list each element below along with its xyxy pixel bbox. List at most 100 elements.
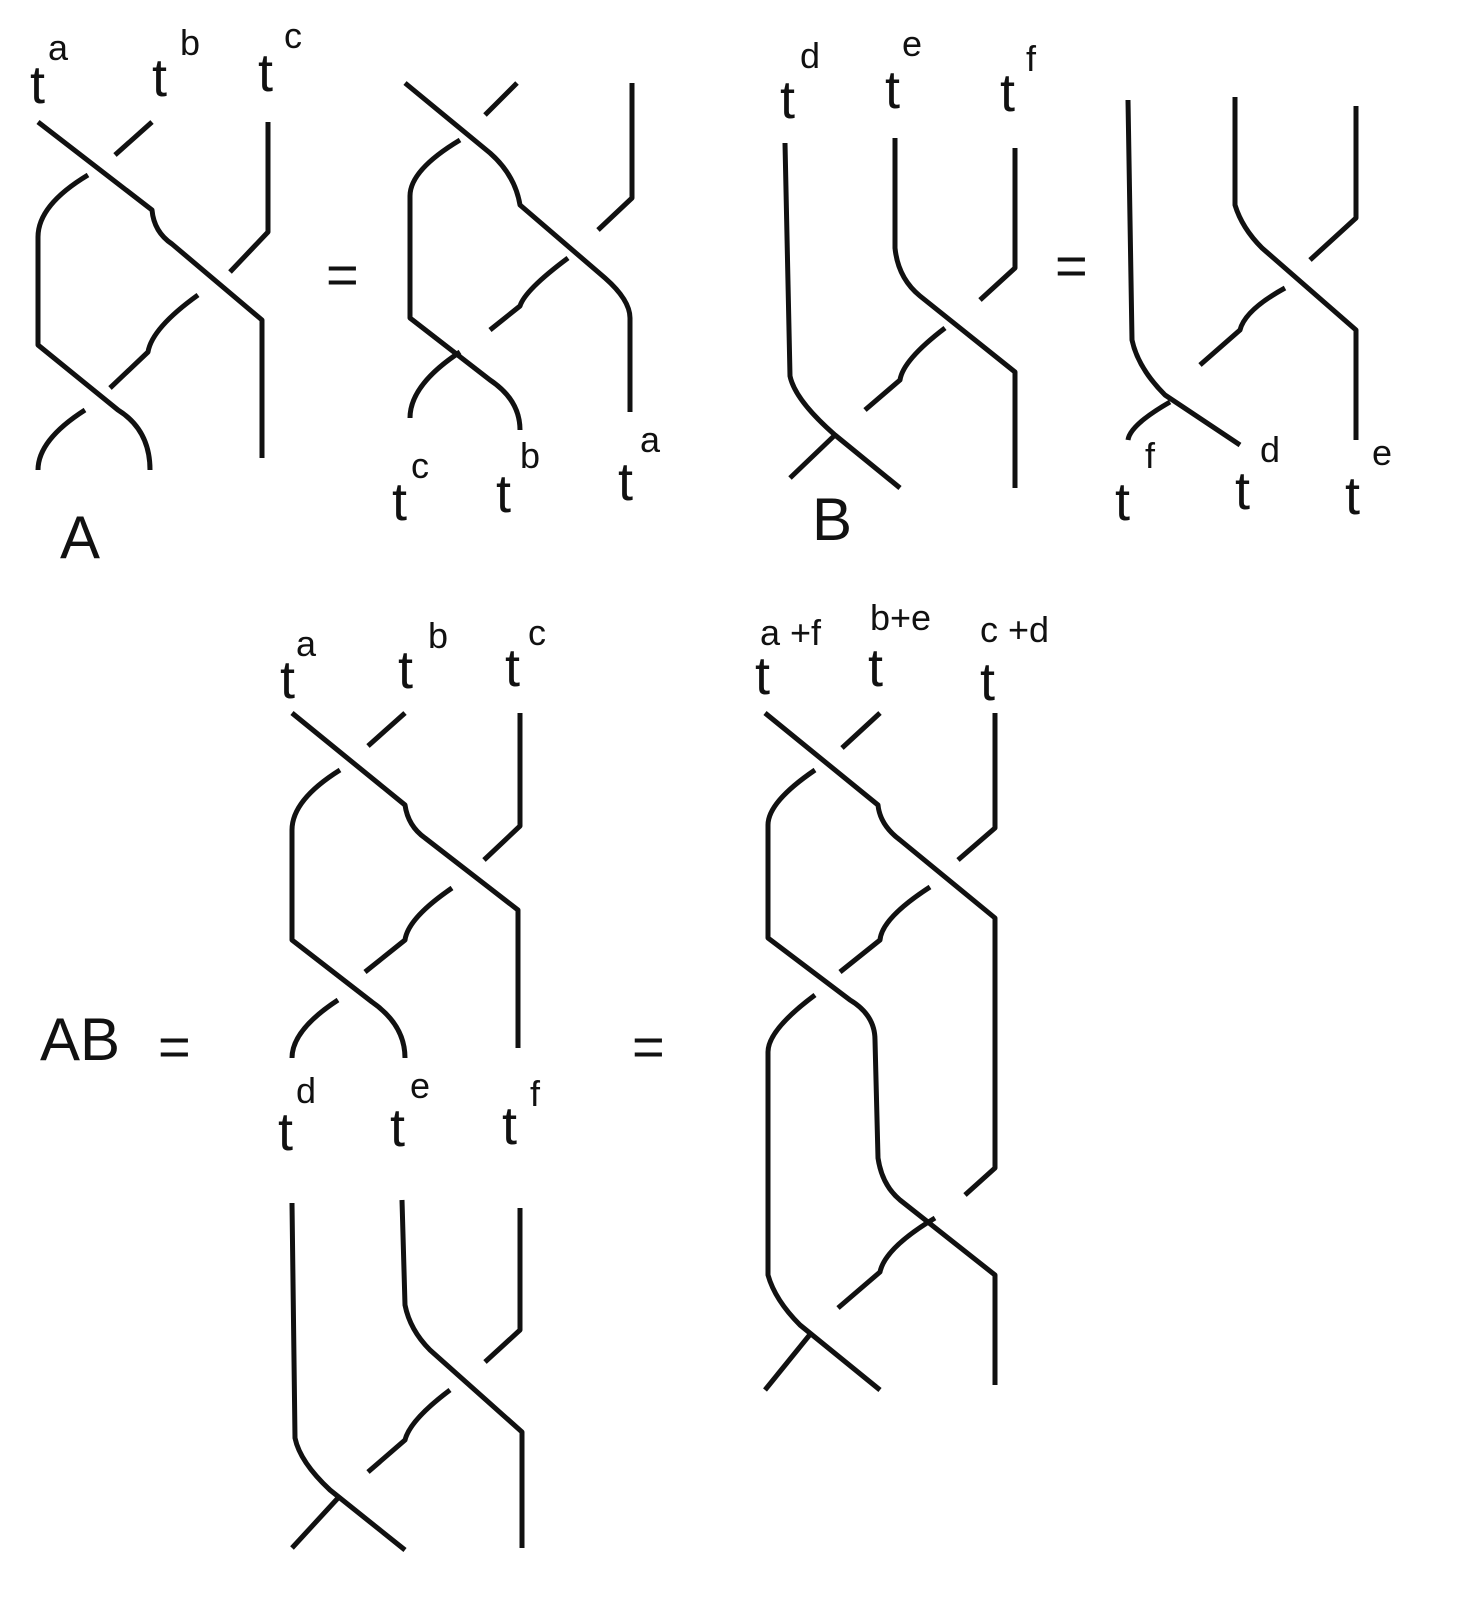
- strand-label-base: t: [980, 652, 995, 712]
- labels-ab-stack-middle: t d t e t f: [278, 1065, 541, 1162]
- strand-label-base: t: [1235, 461, 1250, 521]
- strand: [363, 885, 454, 974]
- strand: [289, 1202, 407, 1552]
- strand: [290, 711, 521, 1048]
- strand: [228, 122, 271, 274]
- strand-label-exponent: c: [284, 15, 302, 56]
- strand-label-base: t: [30, 55, 45, 115]
- strand: [483, 1208, 523, 1364]
- strand-label-base: t: [392, 472, 407, 532]
- braid-name: AB: [40, 1006, 120, 1073]
- strand-label-base: t: [278, 1102, 293, 1162]
- braid-a-left: [35, 120, 271, 471]
- strand-label-base: t: [1115, 472, 1130, 532]
- strand-label-base: t: [152, 48, 167, 108]
- strand-label-base: t: [1345, 466, 1360, 526]
- strand-label-exponent: a +f: [760, 612, 822, 653]
- equals-sign: =: [1055, 234, 1088, 297]
- strand-label-exponent: b: [180, 22, 200, 63]
- equals-sign: =: [158, 1015, 191, 1078]
- strand-label-base: t: [390, 1098, 405, 1158]
- strand: [765, 767, 998, 1385]
- labels-a-left-top: t a t b t c: [30, 15, 302, 115]
- strand: [399, 1199, 525, 1548]
- braid-ab-stack-bottom: [289, 1199, 525, 1552]
- equals-sign: =: [326, 243, 359, 306]
- strand-label-exponent: d: [296, 1070, 316, 1111]
- strand: [289, 997, 340, 1059]
- strand: [488, 255, 570, 332]
- strand: [366, 711, 407, 748]
- strand-label-base: t: [780, 70, 795, 130]
- strand-label-base: t: [1000, 63, 1015, 123]
- strand: [407, 137, 523, 431]
- braid-a-right: [403, 81, 635, 431]
- strand-label-exponent: b+e: [870, 597, 931, 638]
- strand-label-base: t: [398, 640, 413, 700]
- strand-label-exponent: c: [528, 612, 546, 653]
- strand-label-exponent: c +d: [980, 609, 1049, 650]
- strand-label-exponent: f: [530, 1073, 541, 1114]
- braid-b-right: [1125, 97, 1359, 448]
- strand: [1308, 106, 1359, 262]
- labels-ab-stack-top: t a t b t c: [280, 612, 546, 710]
- strand: [863, 326, 947, 412]
- strand: [788, 433, 837, 480]
- labels-b-left-top: t d t e t f: [780, 23, 1037, 130]
- strand: [765, 992, 882, 1392]
- strand: [763, 1330, 814, 1392]
- labels-b-right-bottom: t f t d t e: [1115, 429, 1392, 532]
- strand-label-exponent: f: [1026, 38, 1037, 79]
- strand-label-exponent: f: [1145, 435, 1156, 476]
- strand: [1198, 285, 1287, 367]
- strand-label-base: t: [280, 650, 295, 710]
- strand-label-base: t: [505, 638, 520, 698]
- strand-label-base: t: [496, 464, 511, 524]
- braid-ab-stack-top: [289, 711, 523, 1059]
- strand-label-base: t: [885, 60, 900, 120]
- strand: [35, 407, 87, 471]
- strand-label-exponent: a: [296, 623, 317, 664]
- strand-label-exponent: b: [520, 435, 540, 476]
- strand: [483, 81, 519, 117]
- braid-name: A: [60, 504, 100, 571]
- strand-label-base: t: [502, 1096, 517, 1156]
- labels-a-right-bottom: t c t b t a: [392, 419, 661, 532]
- strand-label-exponent: c: [411, 445, 429, 486]
- strand-label-exponent: d: [1260, 429, 1280, 470]
- strand: [289, 767, 408, 1059]
- strand: [978, 148, 1018, 302]
- strand-label-base: t: [618, 452, 633, 512]
- strand: [838, 884, 932, 974]
- strand: [366, 1388, 452, 1474]
- strand: [836, 1215, 937, 1310]
- strand-label-exponent: e: [1372, 432, 1392, 473]
- braid-ab-result: [763, 711, 998, 1392]
- strand-label-exponent: e: [410, 1065, 430, 1106]
- strand: [36, 120, 265, 458]
- strand-label-exponent: b: [428, 615, 448, 656]
- strand-label-exponent: a: [640, 419, 661, 460]
- strand: [35, 172, 153, 471]
- strand: [956, 713, 998, 862]
- strand-label-exponent: e: [902, 23, 922, 64]
- strand: [892, 138, 1018, 488]
- strand: [407, 349, 462, 419]
- strand: [763, 711, 998, 1197]
- braid-b-left: [782, 138, 1018, 490]
- strand: [1125, 399, 1172, 441]
- strand: [108, 292, 200, 390]
- strand-label-exponent: d: [800, 35, 820, 76]
- strand: [596, 83, 635, 232]
- strand: [1232, 97, 1359, 440]
- strand-label-base: t: [755, 646, 770, 706]
- strand: [840, 711, 882, 750]
- strand: [113, 120, 154, 157]
- strand: [403, 81, 633, 412]
- strand-label-exponent: a: [48, 27, 69, 68]
- braid-name: B: [812, 486, 852, 553]
- strand-label-base: t: [258, 43, 273, 103]
- strand: [1125, 99, 1242, 448]
- strand: [782, 142, 902, 490]
